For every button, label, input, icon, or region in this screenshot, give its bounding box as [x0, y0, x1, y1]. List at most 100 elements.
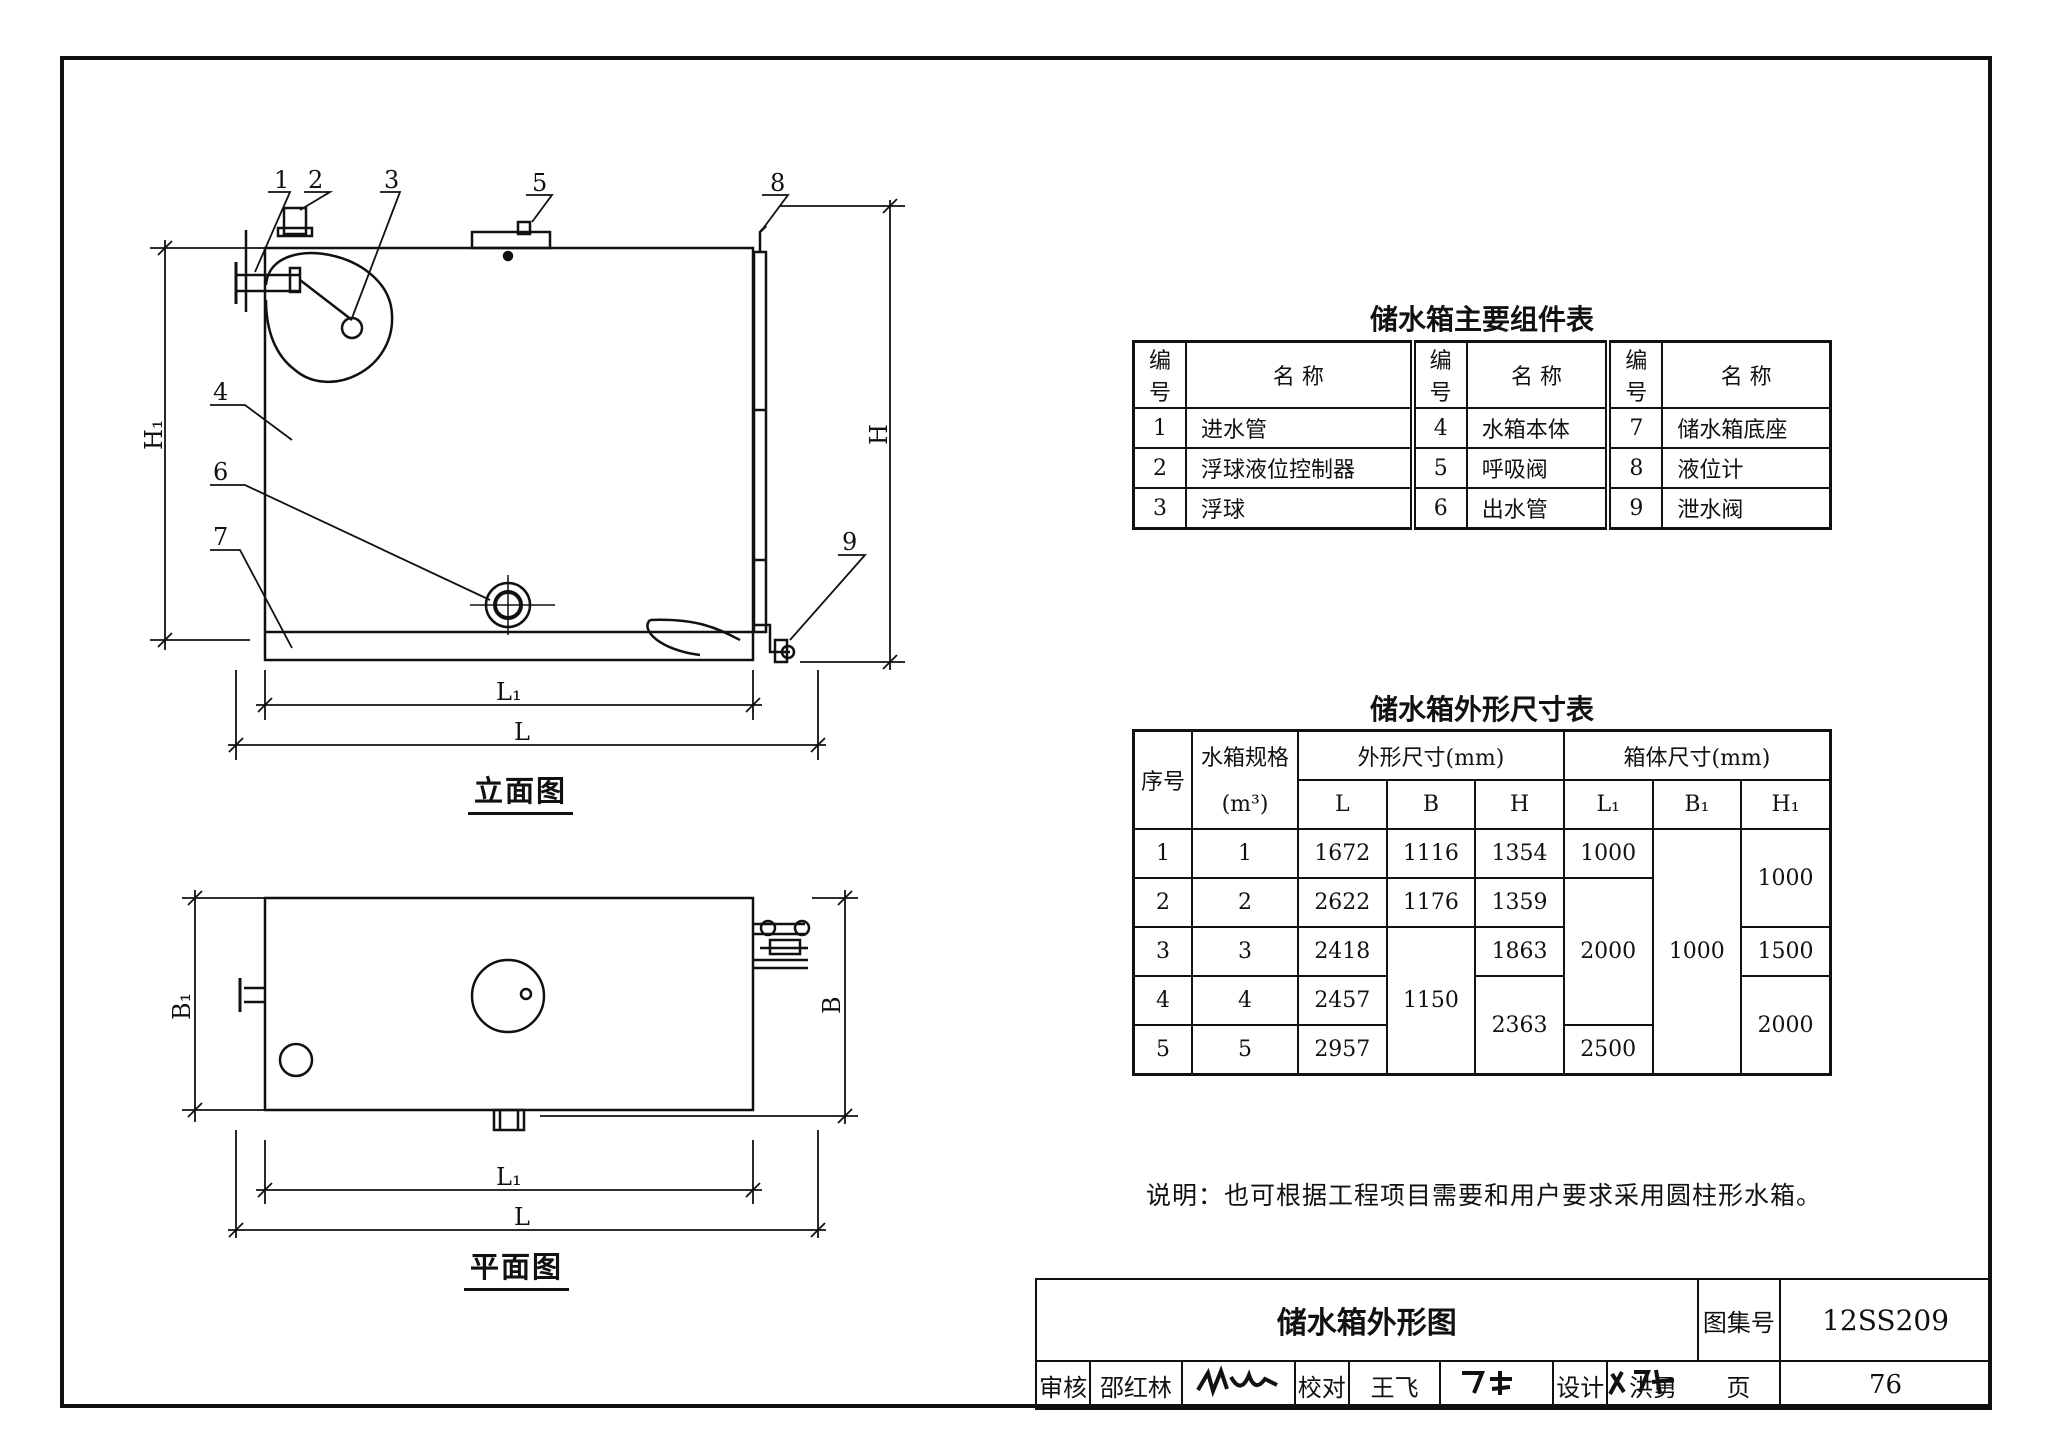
table-row: 序号 水箱规格 外形尺寸(mm) 箱体尺寸(mm)	[1132, 729, 1832, 830]
plan-view: B₁ B L₁ L	[168, 890, 858, 1238]
table-cell: 2957	[1297, 1024, 1388, 1076]
header-cell: 名 称	[1185, 340, 1416, 409]
table-row: 4 4 2457 2363 2000	[1132, 975, 1832, 1076]
table-cell: 1672	[1297, 828, 1388, 879]
header-cell: 箱体尺寸(mm)	[1562, 729, 1832, 781]
table-cell: 1000	[1740, 828, 1832, 928]
table-row: 2 浮球液位控制器 5 呼吸阀 8 液位计	[1132, 447, 1832, 489]
dim-H-label: H	[865, 424, 893, 445]
header-cell: H	[1474, 779, 1565, 830]
header-cell: B	[1385, 779, 1477, 830]
label-8: 8	[770, 169, 785, 197]
table-cell: 6	[1411, 487, 1468, 530]
table-cell: 2000	[1740, 975, 1832, 1076]
table-cell: 5	[1411, 447, 1468, 489]
table-row: 1 1 1672 1116 1354 1000 1000 1000	[1132, 828, 1832, 1076]
table-row: 2 2 2622 1176 1359 2000	[1132, 877, 1831, 1026]
tank-plan	[263, 896, 755, 1112]
table-cell: 1863	[1474, 926, 1565, 977]
table-cell: 1359	[1474, 877, 1565, 928]
header-cell: 名 称	[1661, 340, 1832, 409]
header-cell: 编号	[1132, 340, 1187, 409]
design-label: 设计	[1552, 1360, 1609, 1410]
table-cell: 4	[1132, 975, 1193, 1026]
table-cell: 3	[1132, 926, 1193, 977]
reviewer-signature	[1180, 1360, 1296, 1410]
table-cell: 1000	[1562, 828, 1654, 879]
label-7: 7	[213, 523, 228, 551]
table-cell: 1354	[1474, 828, 1565, 879]
header-cell: 编号	[1411, 340, 1468, 409]
table-row: 审核 邵红林 校对 王飞 设计 洪勇 页 76	[1034, 1360, 1992, 1410]
table-cell: 2363	[1474, 975, 1565, 1076]
dim-L-label: L	[514, 718, 530, 746]
header-cell: L	[1297, 779, 1388, 830]
drawing-title: 储水箱外形图	[1035, 1278, 1699, 1362]
table-cell: 1	[1191, 828, 1299, 879]
table-cell: 4	[1411, 407, 1468, 449]
header-cell: 名 称	[1465, 340, 1612, 409]
page-number: 76	[1779, 1360, 1992, 1410]
table-cell: 3	[1132, 487, 1187, 530]
label-6: 6	[213, 458, 228, 486]
header-cell: H₁	[1740, 779, 1832, 830]
designer-signature	[1607, 1369, 1674, 1395]
dim-L-plan-label: L	[514, 1203, 530, 1231]
note-text: 说明：也可根据工程项目需要和用户要求采用圆柱形水箱。	[1146, 1181, 1823, 1210]
table-cell: 4	[1191, 975, 1299, 1026]
check-label: 校对	[1293, 1360, 1350, 1410]
header-cell: L₁	[1562, 779, 1654, 830]
table-cell: 2	[1191, 877, 1299, 928]
checker-signature	[1439, 1360, 1555, 1410]
table-cell: 2457	[1297, 975, 1388, 1026]
table-cell: 1500	[1740, 926, 1832, 977]
page-label: 页	[1607, 1360, 1782, 1410]
table-row: 3 3 2418 1150 1863 1500	[1132, 926, 1832, 1076]
table-cell: 出水管	[1465, 487, 1612, 530]
table-cell: 7	[1607, 407, 1664, 449]
manhole-cover	[470, 958, 546, 1034]
atlas-number: 12SS209	[1779, 1278, 1992, 1362]
table-row: 编号 名 称 编号 名 称 编号 名 称	[1132, 340, 1832, 409]
label-9: 9	[842, 528, 857, 556]
table-row: 1 进水管 4 水箱本体 7 储水箱底座	[1132, 407, 1832, 449]
table-cell: 液位计	[1661, 447, 1832, 489]
review-label: 审核	[1034, 1360, 1092, 1410]
table-cell: 1000	[1651, 828, 1743, 1076]
table-cell: 8	[1607, 447, 1664, 489]
table-cell: 进水管	[1185, 407, 1416, 449]
table-row: (m³) L B H L₁ B₁ H₁	[1134, 779, 1832, 830]
table-row: 储水箱外形图 图集号 12SS209	[1035, 1278, 1992, 1362]
drawing-frame	[60, 56, 1992, 1408]
table-cell: 1150	[1385, 926, 1477, 1076]
header-cell: 水箱规格	[1191, 729, 1299, 780]
atlas-label: 图集号	[1696, 1278, 1782, 1362]
table-cell: 2622	[1297, 877, 1388, 928]
table-cell: 1	[1132, 828, 1193, 879]
dim-L1-plan-label: L₁	[496, 1163, 522, 1191]
table-row: 3 浮球 6 出水管 9 泄水阀	[1132, 487, 1832, 530]
header-cell: 编号	[1607, 340, 1664, 409]
outlet-plan	[278, 1042, 314, 1078]
label-5: 5	[532, 169, 547, 197]
dim-L1-label: L₁	[496, 678, 522, 706]
header-cell: 序号	[1132, 729, 1193, 830]
table-cell: 浮球液位控制器	[1185, 447, 1416, 489]
dim-B-label: B	[818, 996, 846, 1014]
table-cell: 1116	[1385, 828, 1477, 879]
header-cell: 外形尺寸(mm)	[1297, 729, 1565, 781]
float-ball	[340, 316, 364, 340]
breather-valve	[470, 230, 552, 250]
header-cell: (m³)	[1191, 780, 1299, 830]
table-cell: 2418	[1297, 926, 1388, 977]
components-table-title: 储水箱主要组件表	[1369, 303, 1594, 336]
table-cell: 5	[1132, 1024, 1193, 1076]
reviewer-name: 邵红林	[1089, 1360, 1183, 1410]
table-cell: 2000	[1562, 877, 1654, 1026]
dimensions-table: 序号 水箱规格 外形尺寸(mm) 箱体尺寸(mm) (m³) L B H L₁ …	[1132, 729, 1832, 1076]
label-1: 1	[274, 166, 289, 194]
dim-B1-label: B₁	[168, 993, 196, 1020]
checker-name: 王飞	[1347, 1360, 1442, 1410]
label-2: 2	[308, 166, 323, 194]
table-cell: 3	[1191, 926, 1299, 977]
